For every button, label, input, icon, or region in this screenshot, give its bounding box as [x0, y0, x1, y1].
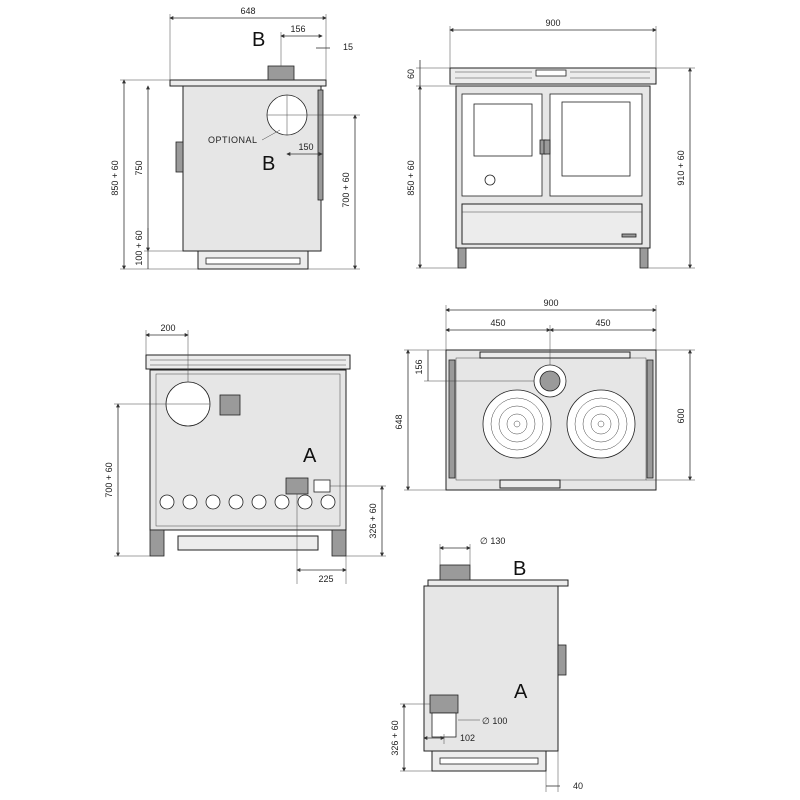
dim-front-total-height: 910 + 60	[676, 150, 686, 185]
dim-top-inner-depth: 600	[676, 408, 686, 423]
label-b-side-optional: B	[262, 153, 275, 175]
back-view: 200 700 + 60 A 326 + 60 225	[104, 323, 386, 584]
top-hotplate-left	[482, 389, 552, 459]
dim-right-foot: 40	[573, 781, 583, 791]
dim-side-optional-height: 700 + 60	[341, 172, 351, 207]
dim-side-width: 648	[240, 6, 255, 16]
top-hotplate-right	[566, 389, 636, 459]
side-view: 648 156 15 B OPTIONAL B 150 850 + 60 750…	[110, 6, 360, 270]
label-a-right-side: A	[514, 681, 528, 703]
dim-front-height: 850 + 60	[406, 160, 416, 195]
front-drawer	[461, 203, 643, 245]
dim-back-flue-offset: 200	[160, 323, 175, 333]
dim-top-half-right: 450	[595, 318, 610, 328]
top-view: 900 450 450 156 648 600	[394, 298, 695, 491]
right-side-view: ∅ 130 B A ∅ 100 102 326 + 60 40	[390, 536, 583, 792]
dim-side-flue-offset: 156	[290, 24, 305, 34]
dim-side-body-height: 750	[134, 160, 144, 175]
dim-side-leg-height: 100 + 60	[134, 230, 144, 265]
label-b-right-side: B	[513, 558, 526, 580]
dim-top-front-offset: 156	[414, 359, 424, 374]
dim-top-half-left: 450	[490, 318, 505, 328]
dim-back-inlet-height: 326 + 60	[368, 503, 378, 538]
right-flue-pipe	[439, 564, 471, 581]
dim-top-depth: 648	[394, 414, 404, 429]
dim-side-optional-offset: 150	[298, 142, 313, 152]
dim-front-width: 900	[545, 18, 560, 28]
back-vents	[159, 494, 336, 510]
dim-top-width: 900	[543, 298, 558, 308]
label-optional: OPTIONAL	[208, 135, 258, 145]
dim-right-inlet-height: 326 + 60	[390, 720, 400, 755]
dim-side-flue-gap: 15	[343, 42, 353, 52]
dim-back-flue-height: 700 + 60	[104, 462, 114, 497]
right-inlet	[429, 694, 459, 714]
side-handle	[175, 141, 184, 173]
back-inlet	[285, 477, 309, 495]
dim-back-inlet-offset: 225	[318, 574, 333, 584]
dim-side-total-height: 850 + 60	[110, 160, 120, 195]
dim-right-flue-dia: ∅ 130	[480, 536, 505, 546]
dim-right-inlet-offset: 102	[460, 733, 475, 743]
label-b-side-top: B	[252, 29, 265, 51]
dim-right-inlet-dia: ∅ 100	[482, 716, 507, 726]
side-flue-pipe	[267, 65, 295, 81]
label-a-back: A	[303, 445, 317, 467]
front-view: 900 60 850 + 60 910 + 60	[406, 18, 695, 269]
dim-front-top: 60	[406, 69, 416, 79]
